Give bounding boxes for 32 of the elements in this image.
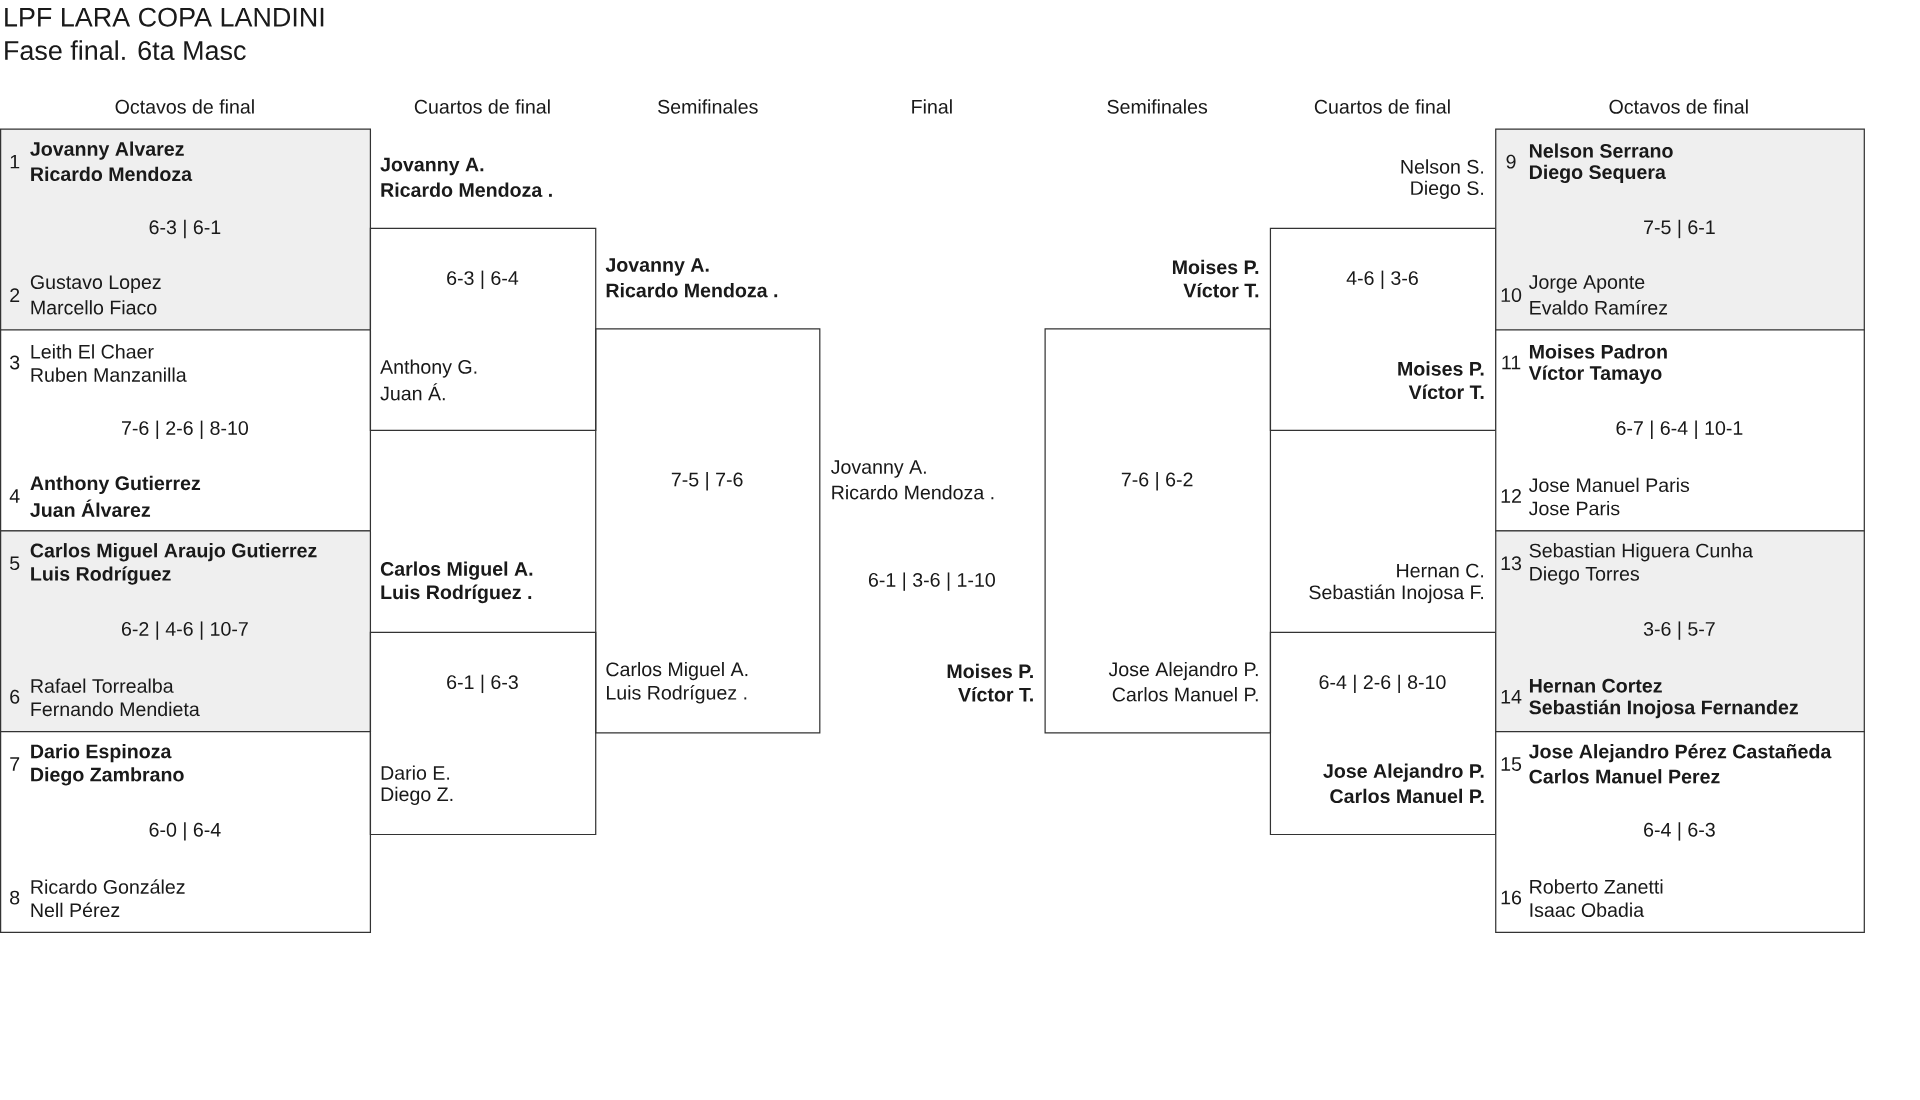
match-box: 7 Dario Espinoza Diego Zambrano 6-0 | 6-4 8 Ricardo González Nell Pérez	[0, 731, 372, 934]
match-box: 5 Carlos Miguel Araujo Gutierrez Luis Rodríguez 6-2 | 4-6 | 10-7 6 Rafael Torrealba Fernando Mendieta	[0, 530, 372, 733]
bracket-box: Jovanny A. Ricardo Mendoza . 7-5 | 7-6 Carlos Miguel A. Luis Rodríguez .	[595, 258, 821, 734]
column-heading: Final	[912, 99, 952, 114]
bracket-box: Jovanny A. Ricardo Mendoza . 6-3 | 6-4 Anthony G. Juan Á.	[369, 157, 597, 432]
node-label: Víctor T.	[1183, 282, 1259, 298]
node-label: Jovanny A.	[605, 258, 709, 276]
bracket-box: Moises P. Víctor T. 7-6 | 6-2 Jose Alejandro P. Carlos Manuel P.	[1044, 259, 1272, 734]
subtitle: Fase final. 6ta Masc	[5, 40, 246, 61]
title: LPF LARA COPA LANDINI	[5, 7, 324, 27]
node-label: Luis Rodríguez .	[381, 584, 532, 604]
match-box: 13 Sebastian Higuera Cunha Diego Torres 3-6 | 5-7 14 Hernan Cortez Sebastián Inojosa Fernandez	[1495, 530, 1865, 733]
final-result: Jovanny A. Ricardo Mendoza . 6-1 | 3-6 | 1-10 Moises P. Víctor T.	[831, 460, 1033, 702]
node-label: Ricardo Mendoza .	[381, 182, 552, 197]
node-label: Nelson S.	[1401, 159, 1484, 174]
column-heading: Cuartos de final	[414, 99, 550, 114]
match-box: 15 Jose Alejandro Pérez Castañeda Carlos Manuel Perez 6-4 | 6-3 16 Roberto Zanetti Isaac Obadia	[1495, 731, 1865, 934]
bracket-box: Carlos Miguel A. Luis Rodríguez . 6-1 | 6-3 Dario E. Diego Z.	[369, 561, 597, 836]
match-box: 9 Nelson Serrano Diego Sequera 7-5 | 6-1 10 Jorge Aponte Evaldo Ramírez	[1495, 128, 1865, 331]
node-label: Ricardo Mendoza .	[606, 283, 778, 298]
column-heading: Semifinales	[658, 99, 758, 114]
node-label: Sebastián Inojosa F.	[1309, 584, 1484, 604]
node-label: Hernan C.	[1397, 563, 1483, 578]
match-box: 11 Moises Padron Víctor Tamayo 6-7 | 6-4 | 10-1 12 Jose Manuel Paris Jose Paris	[1495, 329, 1865, 532]
match-box: 3 Leith El Chaer Ruben Manzanilla 7-6 | 2-6 | 8-10 4 Anthony Gutierrez Juan Álvarez	[0, 329, 372, 532]
node-label: Diego S.	[1411, 180, 1484, 199]
node-label: Jovanny A.	[380, 157, 484, 176]
column-heading: Cuartos de final	[1314, 99, 1450, 114]
column-heading: Semifinales	[1107, 99, 1208, 114]
match-box: 1 Jovanny Alvarez Ricardo Mendoza 6-3 | 6-1 2 Gustavo Lopez Marcello Fiaco	[0, 128, 372, 331]
node-label: Carlos Miguel A.	[380, 561, 533, 580]
node-label: Moises P.	[1172, 259, 1259, 275]
